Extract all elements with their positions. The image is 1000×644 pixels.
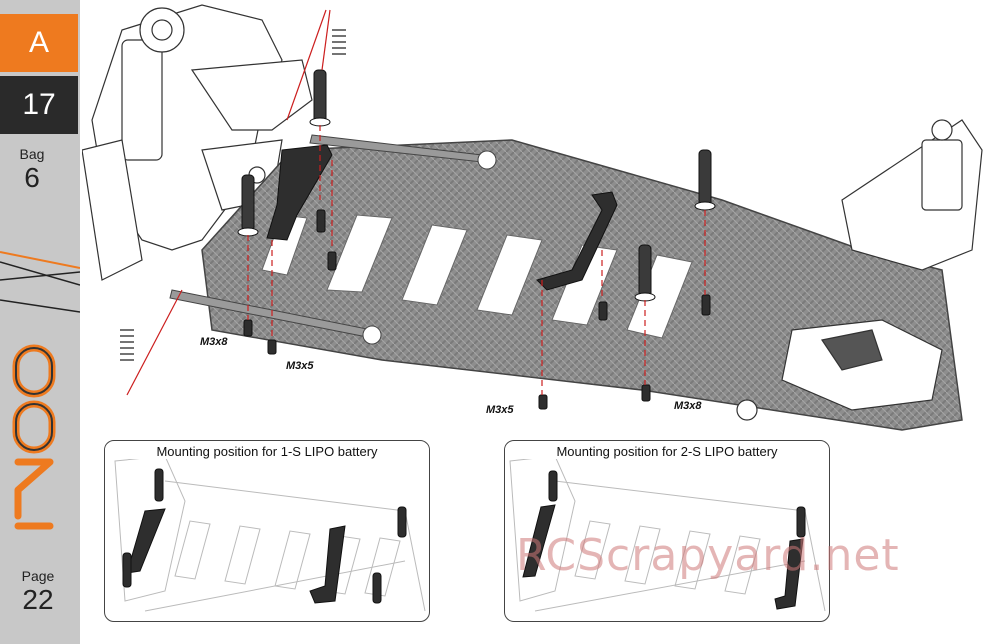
inset-1s-lipo: Mounting position for 1-S LIPO battery bbox=[104, 440, 430, 622]
assembly-guide-lines bbox=[126, 9, 706, 396]
page-number: 22 bbox=[22, 584, 54, 615]
watermark-text: RCScrapyard.net bbox=[516, 530, 900, 581]
bag-number: 6 bbox=[24, 162, 40, 193]
battery-slots bbox=[261, 214, 693, 339]
section-letter: A bbox=[0, 14, 78, 72]
inset-2s-title: Mounting position for 2-S LIPO battery bbox=[505, 444, 829, 459]
battery-holder-brackets bbox=[266, 144, 618, 291]
front-suspension-assembly bbox=[82, 4, 313, 281]
page-label: Page bbox=[21, 568, 55, 584]
step-sidebar: A 17 Bag 6 Page 22 bbox=[0, 0, 80, 644]
inset-2s-lipo: Mounting position for 2-S LIPO battery bbox=[504, 440, 830, 622]
roller-logo-icon bbox=[12, 344, 56, 530]
standing-screws bbox=[237, 69, 716, 302]
inset-2s-drawing bbox=[509, 455, 826, 612]
screw-label-right-m3x8: M3x8 bbox=[674, 400, 702, 412]
inset-1s-drawing bbox=[114, 455, 426, 612]
screw-label-left-m3x5: M3x5 bbox=[286, 360, 314, 372]
screw-label-right-m3x5: M3x5 bbox=[486, 404, 514, 416]
bag-label: Bag bbox=[19, 146, 45, 162]
link-rods bbox=[169, 134, 497, 345]
springs bbox=[120, 29, 346, 361]
step-number: 17 bbox=[0, 76, 78, 134]
screw-label-left-m3x8: M3x8 bbox=[200, 336, 228, 348]
inset-1s-title: Mounting position for 1-S LIPO battery bbox=[105, 444, 429, 459]
small-screws bbox=[243, 209, 711, 410]
sidebar-stripes-icon bbox=[0, 251, 80, 313]
chassis-assembly-drawing bbox=[82, 4, 983, 431]
rear-suspension-assembly bbox=[736, 119, 983, 421]
